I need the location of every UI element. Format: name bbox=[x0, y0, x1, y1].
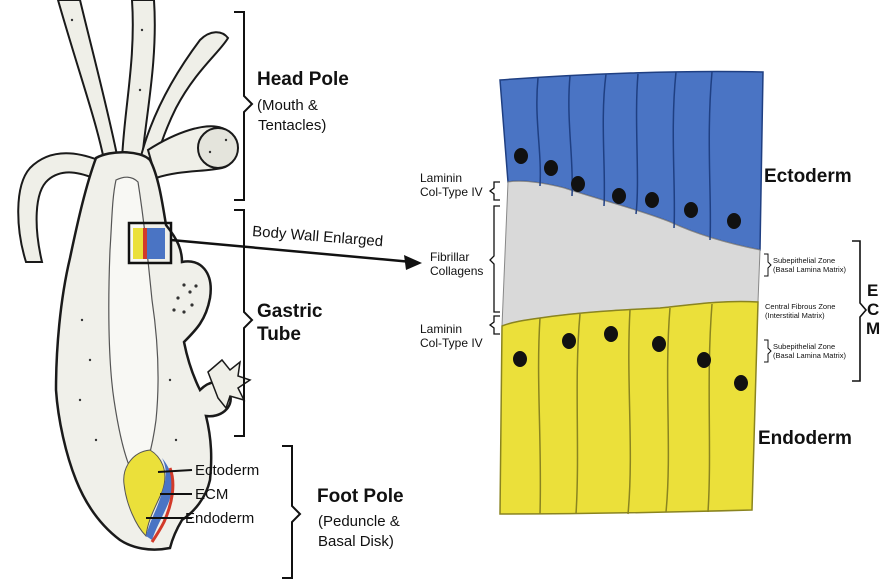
label-ectoderm: Ectoderm bbox=[764, 166, 852, 188]
label-zone-top-2: (Basal Lamina Matrix) bbox=[773, 265, 846, 274]
label-laminin-bottom-2: Col-Type IV bbox=[420, 336, 483, 350]
label-zone-mid-1: Central Fibrous Zone bbox=[765, 302, 835, 311]
head-pole-desc-2: Tentacles) bbox=[258, 116, 326, 135]
bracket-laminin-top bbox=[490, 182, 500, 200]
head-pole-desc-1: (Mouth & bbox=[257, 96, 318, 115]
bracket-zone-top bbox=[764, 254, 771, 276]
foot-pole-desc-2: Basal Disk) bbox=[318, 532, 394, 551]
inset-label-ecm: ECM bbox=[195, 486, 228, 504]
gastric-tube-line-2: Tube bbox=[257, 324, 301, 346]
gastric-tube-line-1: Gastric bbox=[257, 301, 322, 323]
foot-pole-title: Foot Pole bbox=[317, 486, 404, 508]
label-laminin-top-1: Laminin bbox=[420, 171, 462, 185]
tentacle-top-left bbox=[58, 0, 118, 160]
ecm-letter-c: C bbox=[867, 300, 879, 319]
ecm-letter-m: M bbox=[866, 319, 880, 338]
callout-arrow-head bbox=[404, 255, 422, 270]
label-zone-top-1: Subepithelial Zone bbox=[773, 256, 835, 265]
tentacle-tip-right bbox=[198, 128, 238, 168]
label-laminin-bottom-1: Laminin bbox=[420, 322, 462, 336]
bracket-gastric-tube bbox=[234, 210, 252, 436]
bracket-fibrillar bbox=[490, 206, 500, 312]
label-zone-mid-2: (Interstitial Matrix) bbox=[765, 311, 825, 320]
inset-label-ectoderm: Ectoderm bbox=[195, 462, 259, 480]
body-wall-section bbox=[500, 71, 763, 514]
foot-pole-desc-1: (Peduncle & bbox=[318, 512, 400, 531]
bracket-head-pole bbox=[234, 12, 252, 200]
bracket-foot-pole bbox=[282, 446, 300, 578]
head-pole-title: Head Pole bbox=[257, 69, 349, 91]
label-zone-bot-1: Subepithelial Zone bbox=[773, 342, 835, 351]
bracket-zone-bottom bbox=[764, 340, 771, 362]
box-yellow bbox=[133, 228, 143, 259]
label-fibrillar-1: Fibrillar bbox=[430, 250, 469, 264]
ecm-letter-e: E bbox=[867, 281, 878, 300]
label-zone-bot-2: (Basal Lamina Matrix) bbox=[773, 351, 846, 360]
bracket-ecm bbox=[852, 241, 866, 381]
label-endoderm: Endoderm bbox=[758, 428, 852, 450]
label-fibrillar-2: Collagens bbox=[430, 264, 483, 278]
label-laminin-top-2: Col-Type IV bbox=[420, 185, 483, 199]
bracket-laminin-bottom bbox=[490, 316, 500, 334]
inset-label-endoderm: Endoderm bbox=[185, 510, 254, 528]
box-blue bbox=[147, 228, 165, 259]
box-red bbox=[143, 228, 147, 259]
